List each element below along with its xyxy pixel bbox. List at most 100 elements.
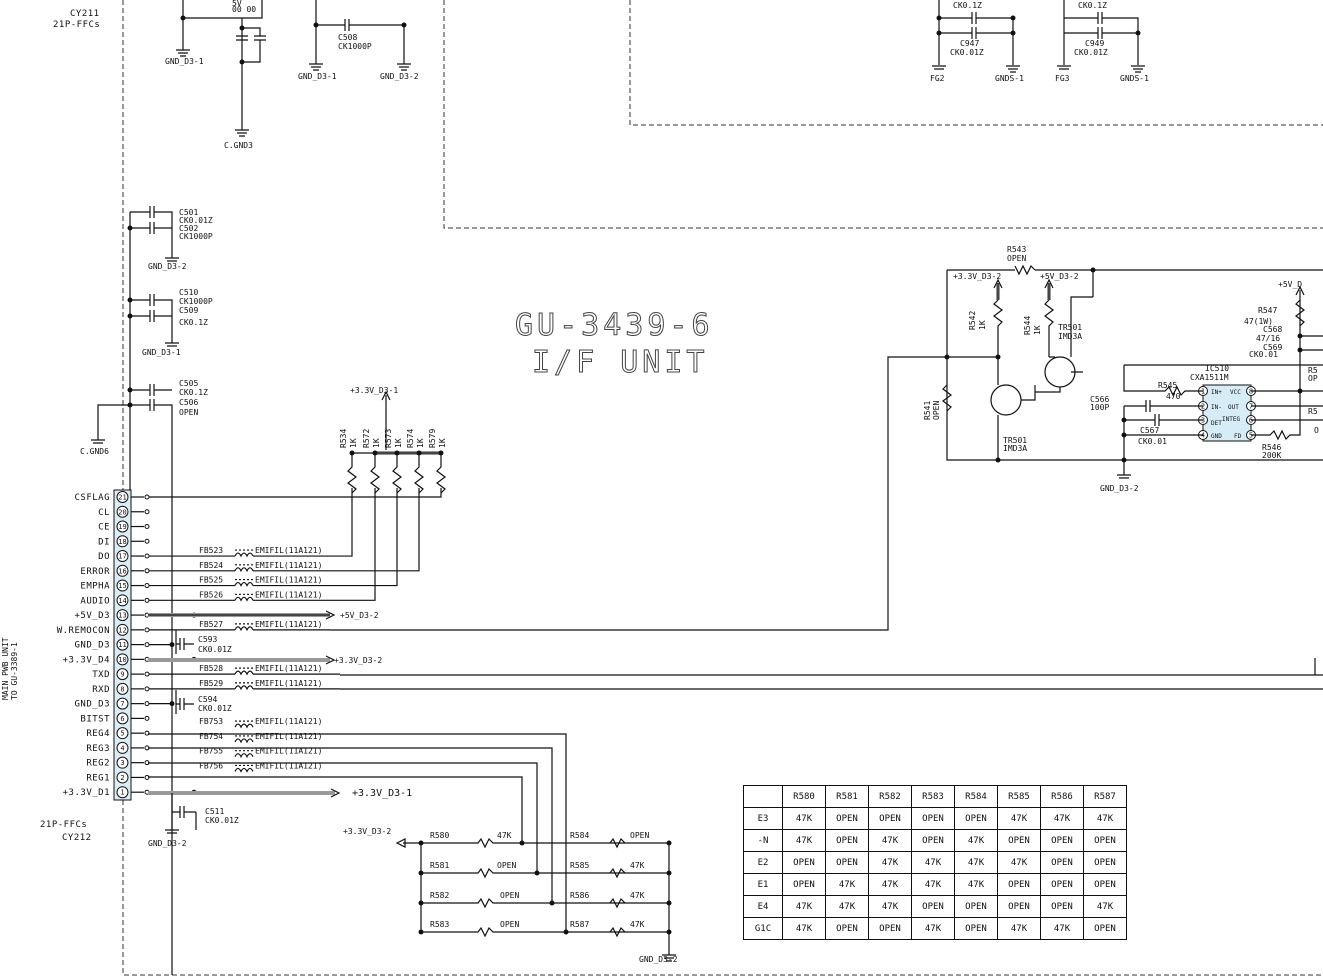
pin-number: 10 <box>118 656 126 664</box>
pullup-ref: R574 <box>406 429 415 448</box>
connector-pin <box>116 786 129 799</box>
pin-label: REG1 <box>86 773 110 783</box>
tr501-ref-b: TR501 <box>1003 436 1027 445</box>
c510-val: CK1000P <box>179 297 213 306</box>
c506-val: OPEN <box>179 408 198 417</box>
pullup-ref: R572 <box>362 429 371 448</box>
pin-label: DI <box>98 537 110 547</box>
rail-33-d3-2-label-b: +3.3V_D3-2 <box>953 272 1001 281</box>
filter-part: EMIFIL(11A121) <box>255 546 322 555</box>
c505-val: CK0.1Z <box>179 388 208 397</box>
pin-label: GND_D3 <box>74 641 110 651</box>
filter-ref: FB529 <box>199 679 223 688</box>
pin-number: 12 <box>118 626 126 634</box>
filter-part: EMIFIL(11A121) <box>255 620 322 629</box>
connector-pin <box>116 668 129 681</box>
connector-pin <box>116 623 129 636</box>
ic-pin-vcc: VCC <box>1230 389 1241 396</box>
pullup-ref: R579 <box>428 429 437 448</box>
top-right-fragment: CK0.1Z C947 CK0.01Z FG2 GNDS-1 CK0.1Z C9… <box>930 0 1149 83</box>
pin-label: CE <box>98 523 110 533</box>
filter-part: EMIFIL(11A121) <box>255 576 322 585</box>
connector-pin <box>116 579 129 592</box>
table-cell: OPEN <box>1083 851 1127 874</box>
table-header: R587 <box>1083 785 1127 808</box>
c566-ref: C566 <box>1090 395 1109 404</box>
gnd-d3-1-label-a: GND_D3-1 <box>165 57 204 66</box>
lower-res-ref: R582 <box>430 891 449 900</box>
table-cell: 47K <box>825 873 869 896</box>
lower-res-ref: R584 <box>570 831 589 840</box>
ic-pin-inm: IN- <box>1211 404 1222 411</box>
table-cell: 47K <box>1083 895 1127 918</box>
unit-title-line1: GU-3439-6 <box>515 308 714 343</box>
filter-ref: FB528 <box>199 664 223 673</box>
table-header: R584 <box>954 785 998 808</box>
filter-ref: FB523 <box>199 546 223 555</box>
gnds-1-label-a: GNDS-1 <box>995 74 1024 83</box>
c569-val: CK0.01 <box>1249 350 1278 359</box>
c567-val: CK0.01 <box>1138 437 1167 446</box>
table-cell: 47K <box>997 807 1041 830</box>
table-cell: OPEN <box>911 829 955 852</box>
filter-part: EMIFIL(11A121) <box>255 679 322 688</box>
cut-r5-b: R5 <box>1308 407 1318 416</box>
rail-33-d3-2-label-c: +3.3V_D3-2 <box>343 827 391 836</box>
connector-pin <box>116 682 129 695</box>
r545-ref: R545 <box>1158 381 1177 390</box>
reg2-wire <box>148 762 538 873</box>
gnd-d3-1-label-b: GND_D3-1 <box>298 72 337 81</box>
connector-pin <box>116 564 129 577</box>
top-ck01z-b: CK0.1Z <box>1078 1 1107 10</box>
pullup-val: 1K <box>416 438 425 448</box>
table-cell: OPEN <box>911 807 955 830</box>
connector-pin <box>116 741 129 754</box>
gnd-d3-2-label-b: GND_D3-2 <box>148 262 187 271</box>
filter-ref: FB753 <box>199 717 223 726</box>
table-cell: 47K <box>868 829 912 852</box>
pin-label: REG2 <box>86 759 110 769</box>
filter-part: EMIFIL(11A121) <box>255 590 322 599</box>
pin-label: +3.3V_D4 <box>63 655 110 665</box>
left-bypass-caps: C501 CK0.01Z C502 CK1000P GND_D3-2 C510 … <box>80 206 213 975</box>
gnd-d3-2-label-e: GND_D3-2 <box>639 955 678 964</box>
lower-res-val: OPEN <box>500 920 519 929</box>
table-cell: 47K <box>1083 807 1127 830</box>
table-cell: 47K <box>782 917 826 940</box>
connector-pin <box>116 727 129 740</box>
connector-pin <box>116 594 129 607</box>
connector-pin <box>116 712 129 725</box>
c506-ref: C506 <box>179 398 198 407</box>
c593-ref: C593 <box>198 635 217 644</box>
connector-top-type: 21P-FFCs <box>53 20 100 30</box>
table-cell: OPEN <box>911 895 955 918</box>
ic-pin-fd: FD <box>1234 433 1242 440</box>
lower-res-val: 47K <box>497 831 512 840</box>
c566-val: 100P <box>1090 403 1109 412</box>
table-cell: OPEN <box>868 807 912 830</box>
r546-ref: R546 <box>1262 443 1281 452</box>
side-label: TO GU-3389-1 MAIN PWB UNIT <box>1 637 19 700</box>
pin-number: 21 <box>118 494 126 502</box>
table-cell: 47K <box>782 807 826 830</box>
filter-part: EMIFIL(11A121) <box>255 761 322 770</box>
pin-label: ERROR <box>80 567 110 577</box>
table-cell: 47K <box>1040 917 1084 940</box>
c509-val: CK0.1Z <box>179 318 208 327</box>
connector-bypass-caps: C593 CK0.01Z C594 CK0.01Z C511 CK0.01Z G… <box>148 630 239 848</box>
c508-val: CK1000P <box>338 42 372 51</box>
table-row-label: E1 <box>743 873 783 896</box>
lower-res-ref: R583 <box>430 920 449 929</box>
table-cell: OPEN <box>997 873 1041 896</box>
r541-ref: R541 <box>923 401 932 420</box>
connector-pin <box>116 491 129 503</box>
unit-title-line2: I/F UNIT <box>532 345 709 380</box>
pin-label: +5V_D3 <box>74 611 110 621</box>
lower-res-ref: R587 <box>570 920 589 929</box>
table-cell: OPEN <box>868 917 912 940</box>
ic-pin-inp: IN+ <box>1211 389 1222 396</box>
